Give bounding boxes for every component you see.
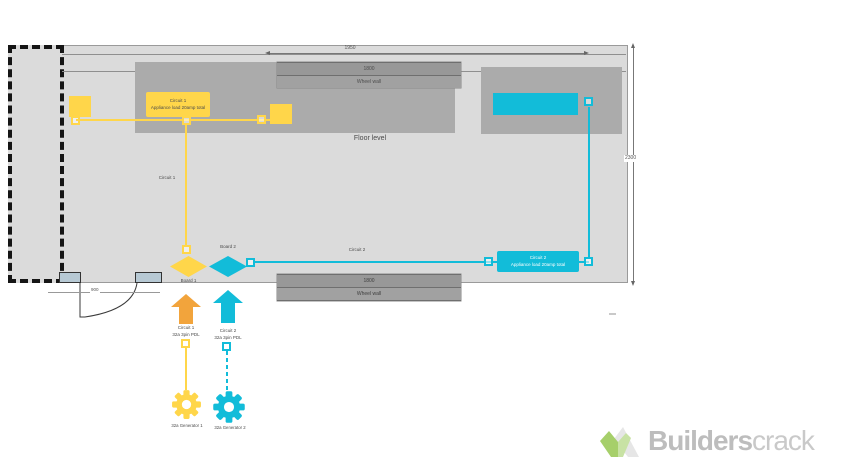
wheel-wall-top: 1800 Wheel wall: [277, 62, 461, 88]
generator1-gear-icon: [172, 390, 201, 419]
dimension-top-line: [268, 53, 586, 54]
wheel-wall-top-label: Wheel wall: [277, 75, 461, 88]
circuit2-appliance-box: [493, 93, 578, 115]
supply-arrow-circuit2-icon: [213, 290, 243, 323]
wheel-wall-bottom-size: 1800: [277, 274, 461, 287]
generator2-gear-icon: [213, 391, 245, 423]
dimension-top-arrow-right-icon: [584, 51, 589, 55]
circuit1-supply-subtitle: 32a 3pin PDL: [172, 331, 200, 337]
circuit1-wire-horizontal: [76, 119, 270, 121]
circuit1-appliance-left-box: [69, 96, 91, 117]
door-post-right: [135, 272, 162, 283]
circuit1-generator-lead: [185, 348, 187, 390]
board1-diamond: [170, 256, 207, 277]
dimension-right-value: 2300: [624, 155, 638, 162]
circuit1-appliance-label-box: Circuit 1 Appliance load 20amp total: [146, 92, 210, 117]
circuit2-wire-label: Circuit 2: [348, 247, 366, 252]
circuit1-connector-board: [182, 245, 191, 254]
wall-line-top: [62, 54, 626, 55]
circuit2-wire-horizontal: [255, 261, 589, 263]
dimension-right-arrow-up-icon: [631, 43, 635, 48]
board2-label: Board 2: [220, 244, 236, 249]
circuit1-wire-label: Circuit 1: [158, 175, 176, 180]
circuit2-connector-top: [584, 97, 593, 106]
tick-mark: [609, 313, 616, 315]
circuit2-appliance-subtitle: Appliance load 20amp total: [510, 261, 566, 267]
towbar-dashed-outline: [8, 45, 64, 283]
circuit1-connector-mid: [182, 116, 191, 125]
circuit1-inlet-connector: [181, 339, 190, 348]
circuit1-appliance-title: Circuit 1: [169, 97, 187, 103]
wheel-wall-top-size: 1800: [277, 62, 461, 75]
circuit1-supply-title: Circuit 1: [177, 325, 195, 330]
generator2-label: 32a Generator 2: [214, 425, 246, 430]
circuit2-wire-vertical: [588, 107, 590, 259]
circuit1-appliance-subtitle: Appliance load 20amp total: [150, 104, 206, 110]
board2-diamond: [209, 256, 247, 277]
logo-mark-icon: [600, 427, 639, 457]
generator1-label: 32a Generator 1: [171, 423, 203, 428]
dimension-door-value: 900: [90, 287, 100, 293]
wheel-wall-bottom: 1800 Wheel wall: [277, 274, 461, 301]
dimension-door-line: [48, 292, 160, 293]
circuit1-appliance-right-box: [270, 104, 292, 124]
dimension-right-line: [633, 46, 634, 283]
circuit2-inlet-connector: [222, 342, 231, 351]
circuit1-supply-label: Circuit 1 32a 3pin PDL: [158, 325, 214, 338]
circuit2-connector-mid: [484, 257, 493, 266]
circuit2-supply-title: Circuit 2: [219, 328, 237, 333]
circuit1-connector-right: [257, 115, 266, 124]
dimension-top-value: 1950: [344, 45, 356, 51]
circuit2-supply-subtitle: 32a 3pin PDL: [214, 334, 242, 340]
dimension-top-arrow-left-icon: [265, 51, 270, 55]
circuit2-appliance-title: Circuit 2: [529, 254, 547, 260]
logo-text-bold: Builders: [648, 425, 753, 456]
door-swing-arc: [79, 282, 138, 318]
circuit2-supply-label: Circuit 2 32a 3pin PDL: [200, 328, 256, 341]
board1-label: Board 1: [180, 278, 197, 283]
door-post-left: [59, 272, 81, 283]
circuit2-generator-lead-dashed: [226, 351, 228, 393]
dimension-right-arrow-down-icon: [631, 281, 635, 286]
floor-level-label: Floor level: [353, 135, 387, 142]
supply-arrow-circuit1-icon: [171, 294, 201, 324]
circuit2-appliance-label-box: Circuit 2 Appliance load 20amp total: [497, 251, 579, 272]
circuit1-wire-vertical: [185, 125, 187, 246]
logo-wordmark: Builderscrack: [648, 425, 815, 457]
builderscrack-logo: Builderscrack: [597, 424, 815, 458]
logo-text-light: crack: [752, 425, 815, 456]
circuit2-connector-board: [246, 258, 255, 267]
wheel-wall-bottom-label: Wheel wall: [277, 287, 461, 301]
